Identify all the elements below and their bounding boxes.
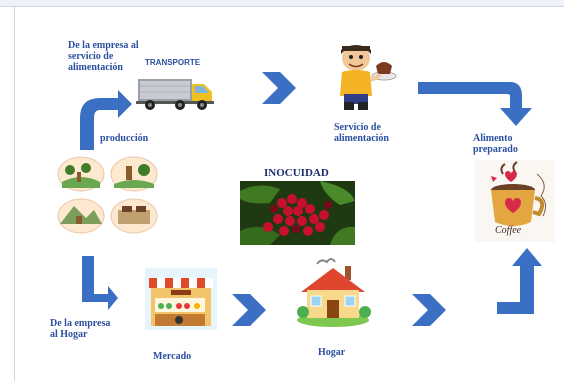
coffee-cherries-photo xyxy=(240,181,355,245)
label-produccion: producción xyxy=(100,133,149,144)
window-left-border xyxy=(14,6,15,381)
arrow-right-down xyxy=(418,82,532,126)
label-empresa-hogar: De la empresa al Hogar xyxy=(50,318,111,340)
arrow-up-right xyxy=(80,90,132,150)
chevron-arrow-1 xyxy=(262,72,296,104)
label-transporte: TRANSPORTE xyxy=(145,58,201,67)
coffee-text: Coffee xyxy=(495,225,522,236)
farming-scene-4 xyxy=(110,198,158,234)
label-inocuidad: INOCUIDAD xyxy=(264,167,329,179)
chevron-arrow-3 xyxy=(412,294,446,326)
label-mercado: Mercado xyxy=(153,351,192,362)
label-alimento: Alimento preparado xyxy=(473,133,518,155)
window-top-border xyxy=(0,0,564,7)
arrow-down-right xyxy=(82,256,118,310)
arrow-right-up xyxy=(497,248,542,314)
market-stall-icon xyxy=(145,268,217,330)
house-icon xyxy=(297,258,371,327)
coffee-farming-icons xyxy=(57,156,158,234)
farming-scene-3 xyxy=(57,198,105,234)
label-empresa-servicio: De la empresa al servicio de alimentació… xyxy=(68,40,139,73)
coffee-cup-card: Coffee xyxy=(475,160,555,242)
truck-icon xyxy=(136,79,214,110)
farming-scene-2 xyxy=(110,156,158,192)
label-servicio: Servicio de alimentación xyxy=(334,122,389,144)
farming-scene-1 xyxy=(57,156,105,192)
waiter-icon xyxy=(340,45,397,110)
label-hogar: Hogar xyxy=(318,347,346,358)
chevron-arrow-2 xyxy=(232,294,266,326)
coffee-cup-icon xyxy=(491,161,547,226)
